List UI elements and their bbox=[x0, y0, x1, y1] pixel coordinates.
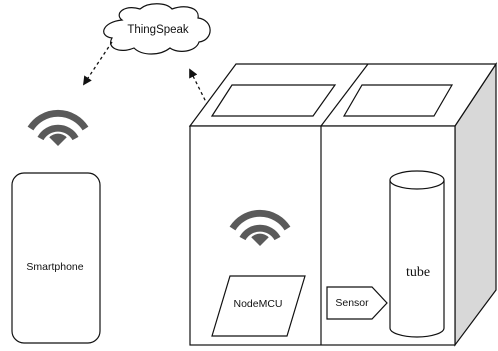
nodemcu-board bbox=[211, 275, 306, 337]
thingspeak-cloud: ThingSpeak bbox=[103, 3, 211, 55]
box-top-opening-left bbox=[210, 84, 337, 117]
tube: tube bbox=[389, 170, 445, 338]
cloud-label: ThingSpeak bbox=[127, 24, 189, 36]
tube-label: tube bbox=[406, 265, 430, 280]
wifi-icon bbox=[27, 109, 89, 146]
box-divider-top bbox=[320, 63, 369, 127]
smartphone-body bbox=[11, 172, 101, 344]
cloud-icon bbox=[103, 3, 211, 55]
nodemcu-label: NodeMCU bbox=[233, 298, 282, 310]
box-top-opening-right bbox=[342, 84, 454, 117]
tube-body bbox=[390, 180, 444, 328]
tube-top bbox=[389, 170, 445, 190]
sensor-label: Sensor bbox=[335, 297, 369, 309]
nodemcu: NodeMCU bbox=[211, 275, 306, 337]
sensor: Sensor bbox=[326, 286, 388, 320]
sensor-shape bbox=[326, 286, 388, 320]
smartphone-label: Smartphone bbox=[26, 261, 83, 273]
wifi-icon bbox=[229, 209, 291, 246]
arrow-icon bbox=[82, 41, 113, 86]
smartphone: Smartphone bbox=[11, 172, 101, 344]
